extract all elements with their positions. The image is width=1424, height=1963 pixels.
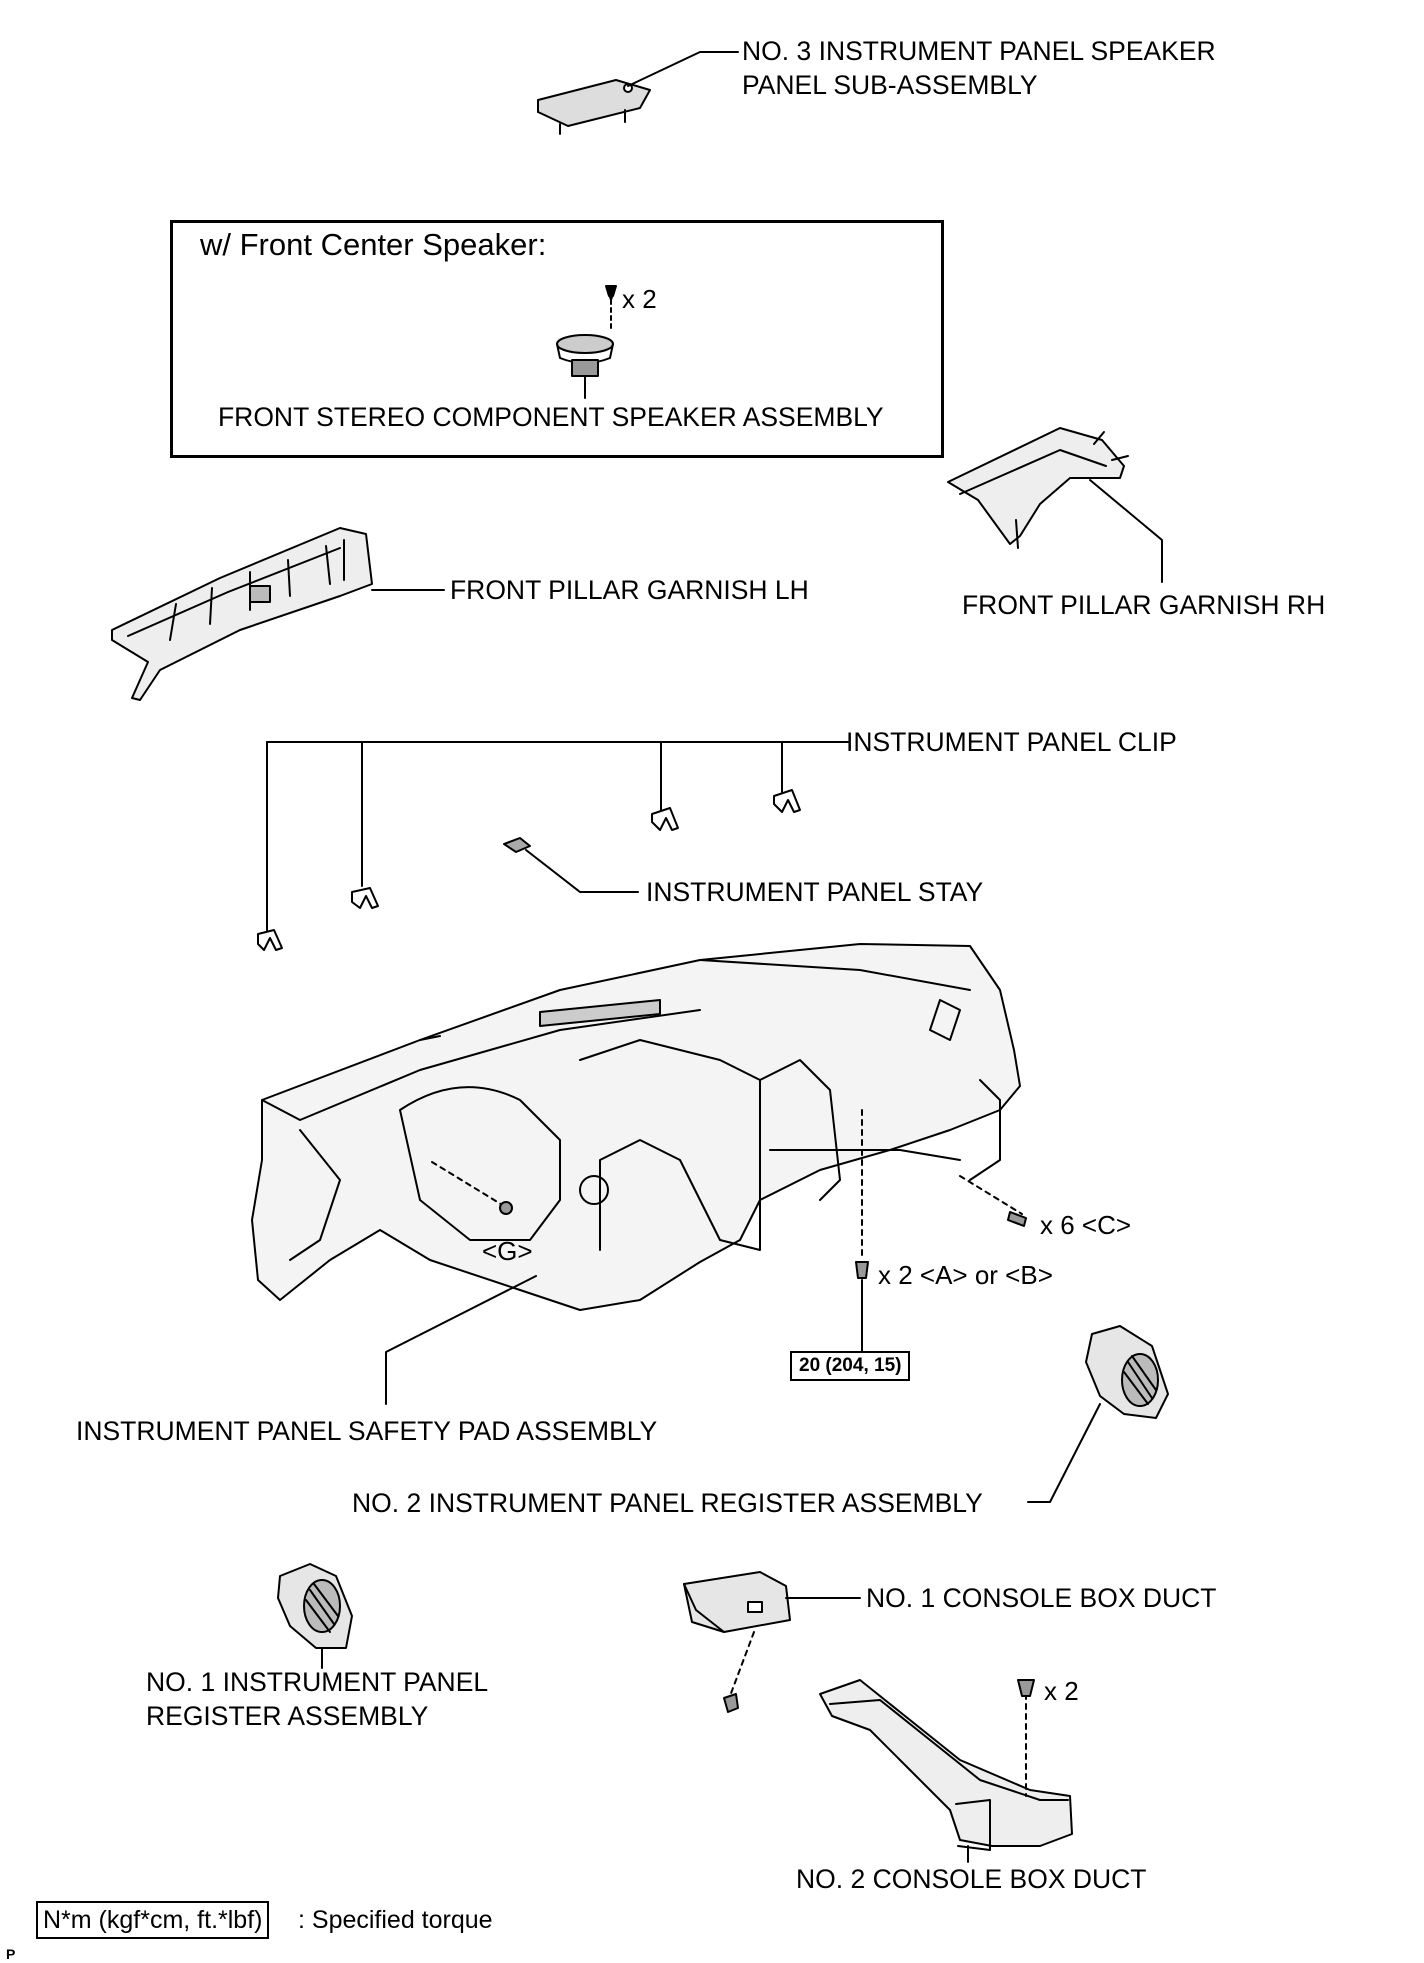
screw-c-part: [1007, 1211, 1027, 1227]
console-duct-no1-part: [683, 1571, 791, 1633]
label-console-duct-no2: NO. 2 CONSOLE BOX DUCT: [796, 1864, 1147, 1894]
torque-unit-legend-text: : Specified torque: [298, 1906, 493, 1934]
register-no1-part: [277, 1563, 353, 1649]
inset-title: w/ Front Center Speaker:: [200, 227, 547, 262]
bolt-ab-label: x 2 <A> or <B>: [878, 1260, 1053, 1290]
panel-stay-part: [503, 837, 531, 853]
pillar-rh-leader: [1089, 479, 1163, 583]
label-register-no1: NO. 1 INSTRUMENT PANEL REGISTER ASSEMBLY: [146, 1665, 488, 1733]
panel-clip-leaders: [266, 741, 849, 931]
pillar-garnish-rh-part: [947, 427, 1129, 549]
label-speaker-panel-line1: NO. 3 INSTRUMENT PANEL SPEAKER: [742, 36, 1216, 66]
speaker-panel-leader: [627, 51, 739, 87]
label-register-no1-line2: REGISTER ASSEMBLY: [146, 1701, 429, 1731]
label-console-duct-no1: NO. 1 CONSOLE BOX DUCT: [866, 1583, 1217, 1613]
duct-no1-screw-part: [723, 1693, 739, 1713]
duct-screw-qty: x 2: [1044, 1676, 1079, 1706]
torque-unit-legend-box: N*m (kgf*cm, ft.*lbf): [36, 1901, 270, 1939]
label-safety-pad: INSTRUMENT PANEL SAFETY PAD ASSEMBLY: [76, 1416, 658, 1446]
label-speaker-panel: NO. 3 INSTRUMENT PANEL SPEAKER PANEL SUB…: [742, 34, 1216, 102]
label-pillar-rh: FRONT PILLAR GARNISH RH: [962, 590, 1326, 620]
safety-pad-leader: [385, 1275, 537, 1405]
panel-stay-leader: [525, 849, 639, 893]
register-no2-part: [1085, 1325, 1169, 1419]
speaker-panel-part: [537, 79, 651, 135]
label-front-stereo-speaker: FRONT STEREO COMPONENT SPEAKER ASSEMBLY: [218, 402, 884, 432]
bolt-ab-part: [855, 1261, 869, 1279]
illustration-code: P: [6, 1946, 16, 1962]
screw-icon: [606, 288, 616, 300]
label-panel-clip: INSTRUMENT PANEL CLIP: [846, 727, 1177, 757]
safety-pad-part: [251, 943, 1021, 1311]
panel-clip-parts: [257, 789, 801, 951]
label-panel-stay: INSTRUMENT PANEL STAY: [646, 877, 984, 907]
console-duct-no2-part: [819, 1679, 1073, 1851]
label-speaker-panel-line2: PANEL SUB-ASSEMBLY: [742, 70, 1038, 100]
clip-g-part: [499, 1201, 513, 1215]
torque-spec-box: 20 (204, 15): [790, 1351, 911, 1381]
label-pillar-lh: FRONT PILLAR GARNISH LH: [450, 575, 809, 605]
inset-screw-qty: x 2: [622, 284, 657, 314]
clip-g-label: <G>: [482, 1236, 533, 1266]
label-register-no1-line1: NO. 1 INSTRUMENT PANEL: [146, 1667, 489, 1697]
screw-c-label: x 6 <C>: [1040, 1210, 1132, 1240]
front-center-speaker-inset: [170, 220, 944, 458]
duct-no2-screw-part: [1017, 1679, 1035, 1697]
label-register-no2: NO. 2 INSTRUMENT PANEL REGISTER ASSEMBLY: [352, 1488, 983, 1518]
register-no2-leader: [1027, 1403, 1101, 1503]
pillar-garnish-lh-part: [111, 527, 373, 701]
